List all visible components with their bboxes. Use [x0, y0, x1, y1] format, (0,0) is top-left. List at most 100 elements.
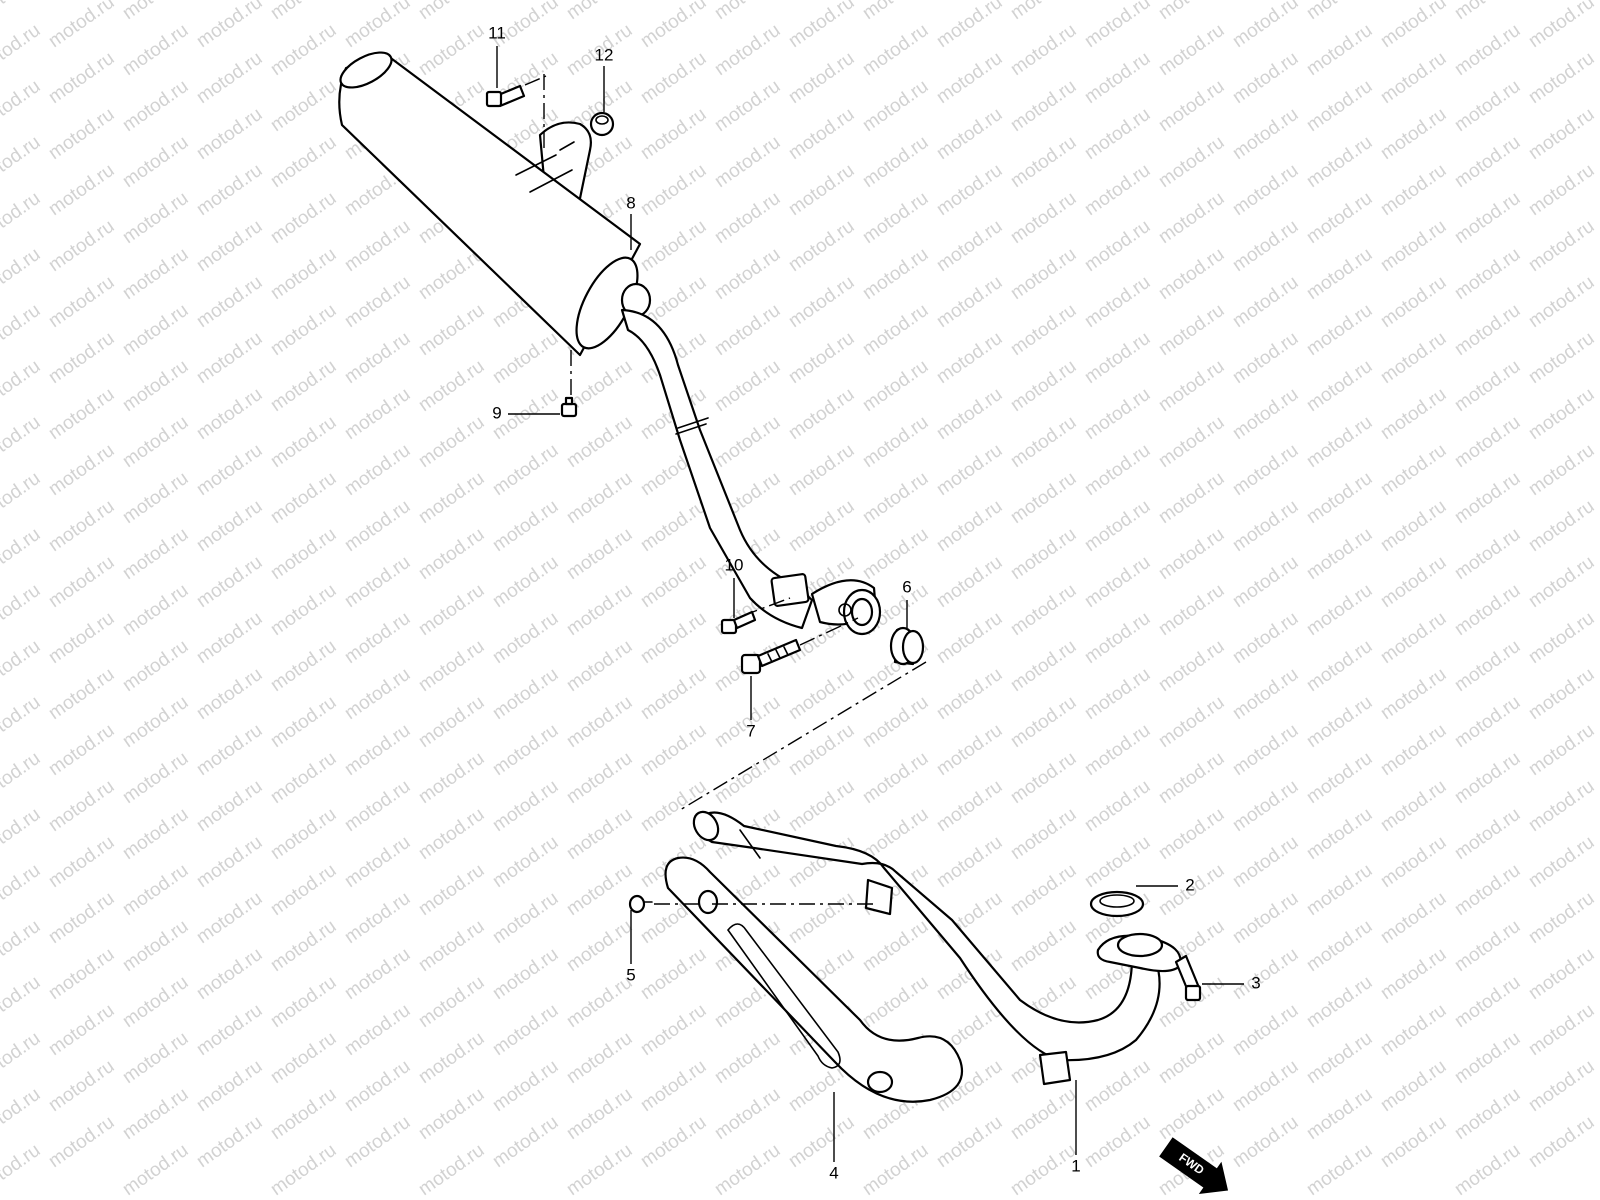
watermark-text: motod.ru: [1377, 0, 1450, 52]
watermark-text: motod.ru: [489, 496, 562, 556]
watermark-text: motod.ru: [785, 888, 858, 948]
watermark-text: motod.ru: [1451, 692, 1524, 752]
watermark-text: motod.ru: [1303, 20, 1376, 80]
watermark-text: motod.ru: [1229, 384, 1302, 444]
watermark-text: motod.ru: [1377, 216, 1450, 276]
watermark-text: motod.ru: [489, 552, 562, 612]
watermark-text: motod.ru: [1303, 524, 1376, 584]
watermark-text: motod.ru: [267, 524, 340, 584]
watermark-text: motod.ru: [1525, 608, 1598, 668]
watermark-text: motod.ru: [1525, 720, 1598, 780]
watermark-text: motod.ru: [637, 1112, 710, 1172]
watermark-text: motod.ru: [563, 748, 636, 808]
watermark-text: motod.ru: [119, 1028, 192, 1088]
watermark-text: motod.ru: [489, 608, 562, 668]
watermark-text: motod.ru: [933, 664, 1006, 724]
watermark-text: motod.ru: [0, 20, 44, 80]
muffler: [338, 51, 652, 357]
watermark-text: motod.ru: [563, 804, 636, 864]
watermark-text: motod.ru: [1377, 664, 1450, 724]
watermark-text: motod.ru: [1007, 356, 1080, 416]
watermark-text: motod.ru: [415, 412, 488, 472]
watermark-text: motod.ru: [119, 468, 192, 528]
watermark-text: motod.ru: [415, 804, 488, 864]
watermark-text: motod.ru: [711, 76, 784, 136]
watermark-text: motod.ru: [0, 580, 44, 640]
watermark-text: motod.ru: [1155, 1028, 1228, 1088]
watermark-text: motod.ru: [711, 244, 784, 304]
watermark-text: motod.ru: [193, 48, 266, 108]
watermark-text: motod.ru: [341, 272, 414, 332]
watermark-text: motod.ru: [933, 384, 1006, 444]
watermark-text: motod.ru: [119, 188, 192, 248]
watermark-text: motod.ru: [1377, 328, 1450, 388]
watermark-text: motod.ru: [341, 1056, 414, 1116]
watermark-text: motod.ru: [1303, 1140, 1376, 1200]
watermark-text: motod.ru: [1451, 132, 1524, 192]
watermark-text: motod.ru: [1303, 636, 1376, 696]
watermark-text: motod.ru: [1229, 0, 1302, 52]
watermark-text: motod.ru: [711, 20, 784, 80]
watermark-text: motod.ru: [859, 916, 932, 976]
watermark-text: motod.ru: [1303, 188, 1376, 248]
watermark-text: motod.ru: [1229, 664, 1302, 724]
watermark-text: motod.ru: [489, 664, 562, 724]
watermark-text: motod.ru: [1451, 0, 1524, 24]
watermark-text: motod.ru: [0, 1028, 44, 1088]
watermark-text: motod.ru: [0, 0, 44, 24]
watermark-text: motod.ru: [1229, 608, 1302, 668]
watermark-text: motod.ru: [119, 1084, 192, 1144]
watermark-text: motod.ru: [267, 972, 340, 1032]
watermark-text: motod.ru: [859, 972, 932, 1032]
watermark-text: motod.ru: [1229, 160, 1302, 220]
watermark-text: motod.ru: [1377, 944, 1450, 1004]
watermark-text: motod.ru: [45, 888, 118, 948]
watermark-text: motod.ru: [1081, 720, 1154, 780]
watermark-text: motod.ru: [711, 1028, 784, 1088]
watermark-text: motod.ru: [193, 104, 266, 164]
watermark-text: motod.ru: [933, 0, 1006, 52]
watermark-text: motod.ru: [45, 384, 118, 444]
watermark-text: motod.ru: [1303, 468, 1376, 528]
watermark-text: motod.ru: [119, 860, 192, 920]
watermark-text: motod.ru: [859, 524, 932, 584]
watermark-text: motod.ru: [1525, 552, 1598, 612]
watermark-text: motod.ru: [1451, 244, 1524, 304]
watermark-text: motod.ru: [1525, 496, 1598, 556]
watermark-text: motod.ru: [267, 580, 340, 640]
watermark-text: motod.ru: [193, 720, 266, 780]
watermark-text: motod.ru: [859, 0, 932, 24]
watermark-text: motod.ru: [1451, 916, 1524, 976]
watermark-text: motod.ru: [859, 300, 932, 360]
watermark-text: motod.ru: [1303, 748, 1376, 808]
watermark-text: motod.ru: [267, 76, 340, 136]
watermark-text: motod.ru: [119, 76, 192, 136]
watermark-text: motod.ru: [785, 104, 858, 164]
watermark-text: motod.ru: [933, 720, 1006, 780]
watermark-text: motod.ru: [1451, 748, 1524, 808]
watermark-text: motod.ru: [267, 356, 340, 416]
fasteners: [485, 84, 1202, 1002]
watermark-text: motod.ru: [193, 328, 266, 388]
watermark-text: motod.ru: [415, 300, 488, 360]
watermark-text: motod.ru: [1007, 524, 1080, 584]
watermark-text: motod.ru: [341, 440, 414, 500]
watermark-text: motod.ru: [341, 944, 414, 1004]
watermark-text: motod.ru: [341, 1112, 414, 1172]
watermark-text: motod.ru: [711, 300, 784, 360]
watermark-text: motod.ru: [45, 608, 118, 668]
watermark-text: motod.ru: [785, 160, 858, 220]
watermark-text: motod.ru: [1081, 608, 1154, 668]
watermark-text: motod.ru: [45, 1112, 118, 1172]
watermark-text: motod.ru: [785, 776, 858, 836]
watermark-text: motod.ru: [0, 244, 44, 304]
watermark-text: motod.ru: [193, 0, 266, 52]
watermark-text: motod.ru: [45, 664, 118, 724]
watermark-text: motod.ru: [119, 412, 192, 472]
watermark-text: motod.ru: [785, 440, 858, 500]
watermark-text: motod.ru: [1229, 888, 1302, 948]
watermark-text: motod.ru: [415, 356, 488, 416]
watermark-text: motod.ru: [563, 0, 636, 24]
watermark-text: motod.ru: [1303, 804, 1376, 864]
watermark-text: motod.ru: [0, 748, 44, 808]
